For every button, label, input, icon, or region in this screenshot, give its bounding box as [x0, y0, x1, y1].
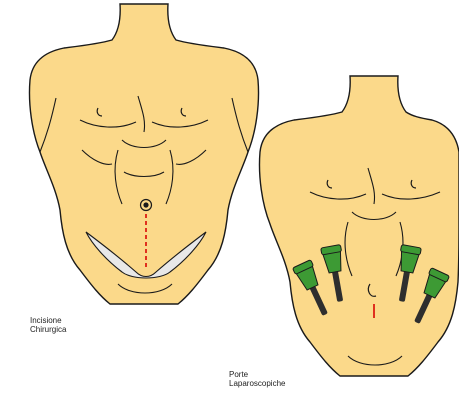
caption-open-surgery: Incisione Chirurgica — [30, 316, 66, 334]
caption-laparoscopic-line1: Porte — [229, 370, 285, 379]
caption-laparoscopic: Porte Laparoscopiche — [229, 370, 285, 388]
caption-laparoscopic-line2: Laparoscopiche — [229, 379, 285, 388]
caption-open-surgery-line1: Incisione — [30, 316, 66, 325]
torso-right-body — [259, 76, 459, 376]
torso-left-body — [29, 4, 258, 304]
caption-open-surgery-line2: Chirurgica — [30, 325, 66, 334]
laparoscopic-torso — [259, 76, 459, 376]
open-surgery-torso — [29, 4, 258, 304]
navel-center — [143, 202, 148, 207]
